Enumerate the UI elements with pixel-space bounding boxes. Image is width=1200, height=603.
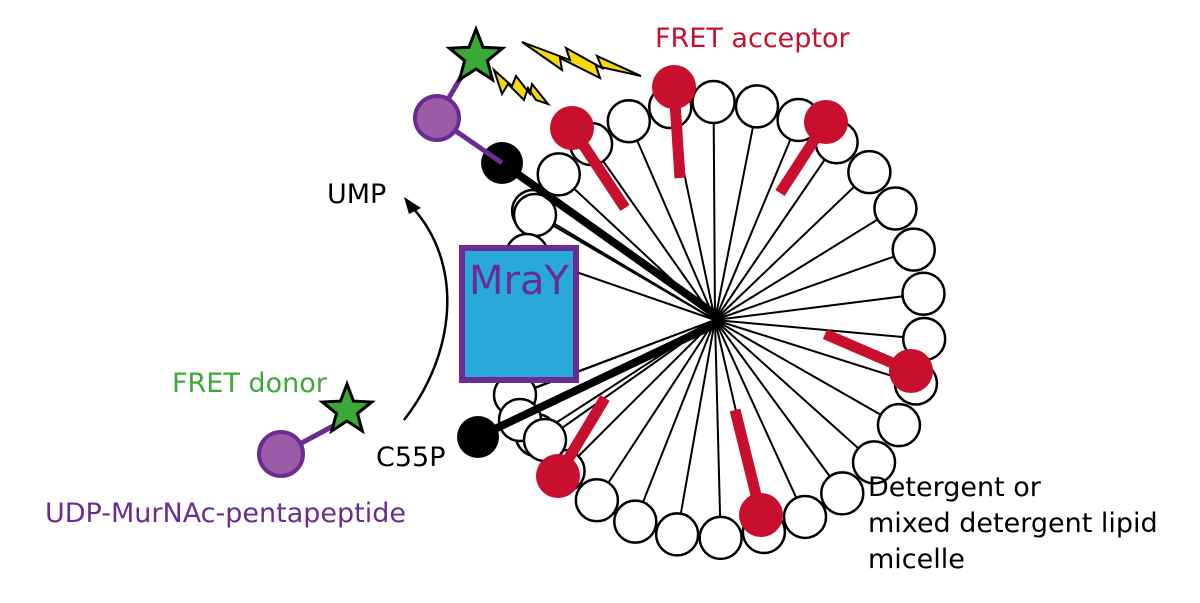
lipid-tail <box>562 319 716 472</box>
lipid-head <box>876 402 922 448</box>
fret-acceptor-head <box>536 454 580 498</box>
substrate-head-bound <box>413 94 461 142</box>
fret-acceptor-lipids <box>536 65 933 537</box>
lipid-tail <box>676 319 716 535</box>
micelle-label-line2: mixed detergent lipid <box>868 508 1158 539</box>
substrate-label: UDP-MurNAc-pentapeptide <box>45 498 406 529</box>
lipid-tail <box>714 292 924 321</box>
fret-acceptor-head <box>739 493 783 537</box>
lipid-head <box>873 186 918 231</box>
lipid-head <box>891 227 936 272</box>
curved-arrow-icon <box>403 197 449 421</box>
lipid-tail <box>714 319 722 538</box>
lipid-head <box>820 471 865 516</box>
mray-box <box>459 245 579 383</box>
lipid-head <box>613 499 658 544</box>
lipid-tail <box>714 319 917 385</box>
star-icon <box>445 24 507 84</box>
lipid-tail <box>714 319 925 340</box>
lipid-tail <box>714 171 871 321</box>
lipid-linked-substrate <box>413 24 507 166</box>
lipid-tail <box>714 319 900 427</box>
fret-acceptor-label: FRET acceptor <box>655 23 851 54</box>
mray-label: MraY <box>469 258 569 304</box>
lipid-head <box>574 477 620 523</box>
lipid-tail <box>627 120 716 321</box>
lipid-tail <box>712 101 716 321</box>
lipid-tail <box>714 319 875 464</box>
lipid-tail <box>596 319 716 501</box>
fret-acceptor-head <box>804 100 848 144</box>
lipid-head <box>654 512 700 557</box>
lipid-tail <box>714 106 758 321</box>
micelle-label-line1: Detergent or <box>868 472 1042 503</box>
micelle-label-line3: micelle <box>868 544 965 575</box>
mray-enzyme: MraY <box>459 245 579 383</box>
free-substrate <box>257 379 376 478</box>
c55p-head-lower <box>457 416 499 458</box>
lipid-tail <box>590 143 716 321</box>
lipid-head <box>851 440 897 485</box>
fret-donor-label: FRET donor <box>172 368 328 399</box>
substrate-head-free <box>257 430 305 478</box>
fret-acceptor-head <box>550 106 594 150</box>
lipid-head <box>847 149 892 195</box>
lipid-head <box>606 98 652 144</box>
fret-acceptor-head <box>889 349 933 393</box>
star-icon <box>318 379 376 435</box>
lipid-tail <box>534 214 716 321</box>
c55p-lipid-lower <box>457 319 720 458</box>
lightning-bolt-icon <box>491 66 551 107</box>
fret-acceptor-head <box>652 65 696 109</box>
c55p-label: C55P <box>376 442 446 473</box>
lipid-tail <box>714 319 844 494</box>
lightning-bolt-icon <box>521 41 642 80</box>
lipid-head <box>782 494 828 540</box>
lipid-tail <box>714 319 806 518</box>
lipid-tail <box>634 319 716 523</box>
lipid-tail <box>714 248 915 321</box>
lipid-head <box>734 84 780 129</box>
lipid-head <box>536 152 582 197</box>
lipid-tail <box>714 119 800 321</box>
lipid-head <box>901 271 946 316</box>
lipid-tail <box>714 141 838 321</box>
lipid-head <box>691 79 736 125</box>
ump-label: UMP <box>327 179 386 210</box>
lipid-tail <box>714 207 896 321</box>
lipid-head <box>698 515 743 561</box>
